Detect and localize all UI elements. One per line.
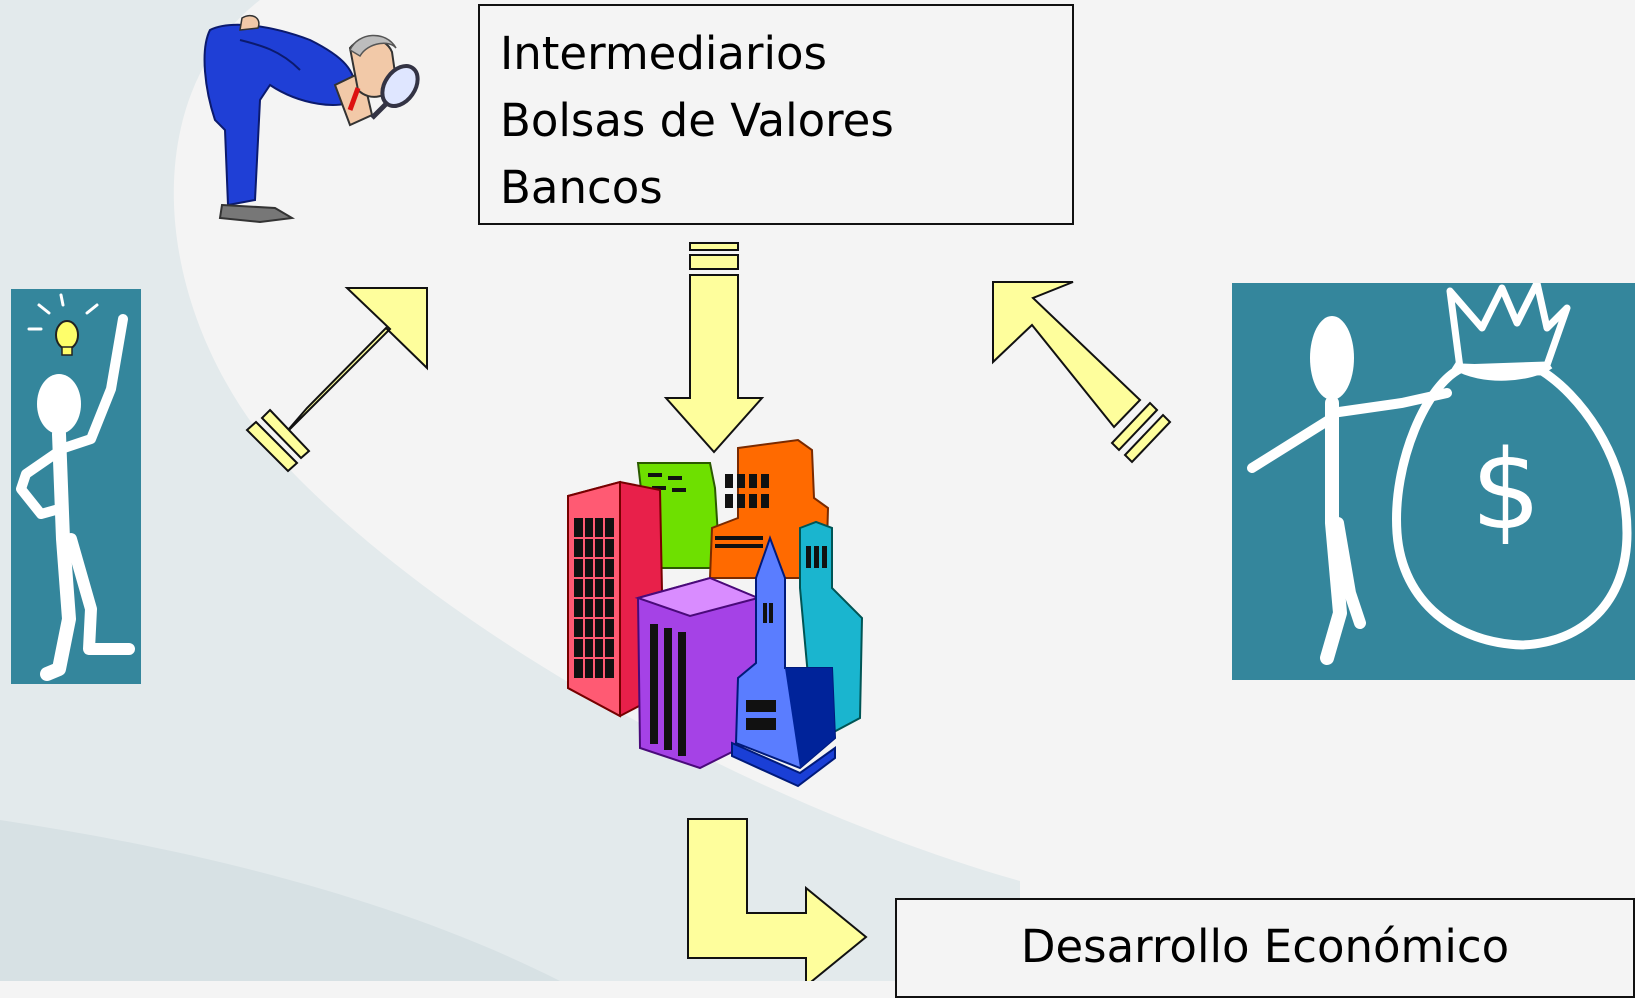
arrow-bent-right-icon [687,818,868,981]
intermediaries-line-2: Bolsas de Valores [500,94,894,147]
arrow-up-right-icon [245,287,428,473]
inspector-magnifier-icon [203,14,420,224]
arrow-up-left-icon [992,281,1172,464]
intermediaries-line-1: Intermediarios [500,27,827,80]
dollar-sign-icon: $ [1471,426,1541,554]
idea-person-icon [11,289,141,684]
economic-development-label: Desarrollo Económico [1020,920,1510,973]
intermediaries-box: Intermediarios Bolsas de Valores Bancos [478,4,1074,225]
city-buildings-icon [567,438,864,788]
investor-money-bag-icon: $ [1232,283,1635,680]
intermediaries-line-3: Bancos [500,161,663,214]
arrow-down-icon [663,242,765,454]
